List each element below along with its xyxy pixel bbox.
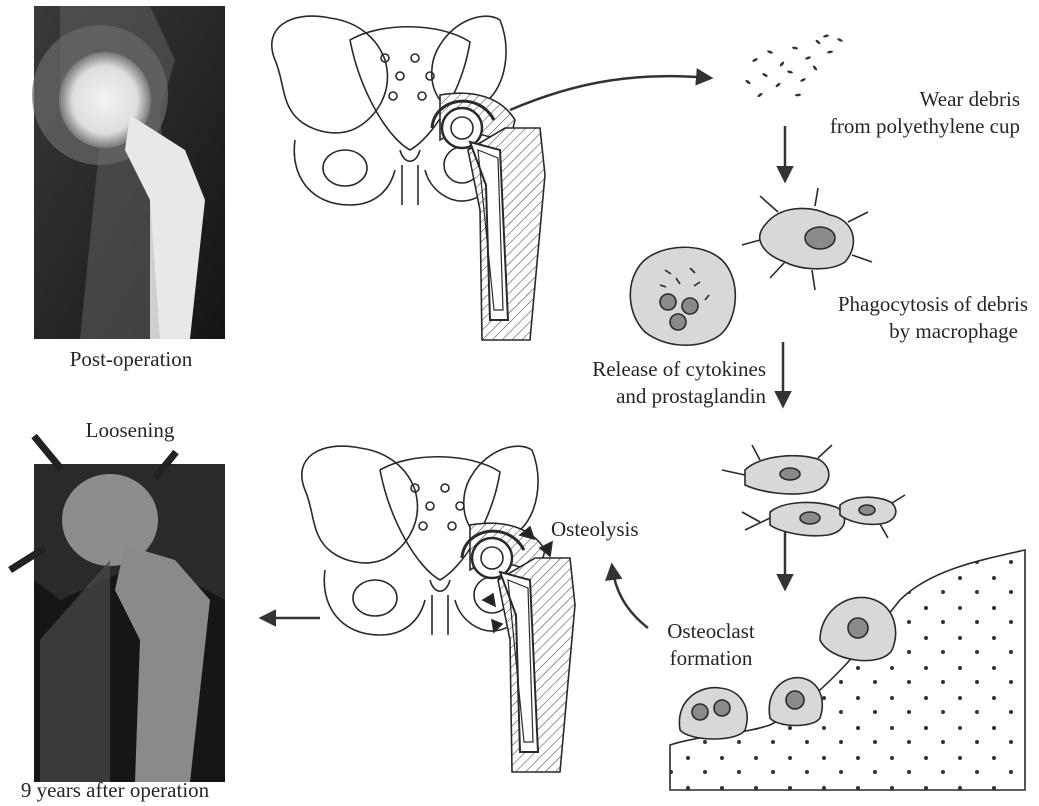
caption-osteoclast-1: Osteoclast [656,618,766,645]
caption-phagocytosis-1: Phagocytosis of debris [760,291,1028,318]
activated-osteoclast-precursors [722,445,905,538]
caption-wear-debris-1: Wear debris [790,86,1020,113]
caption-nine-years: 9 years after operation [0,777,230,804]
caption-post-operation: Post-operation [36,346,226,373]
caption-osteolysis: Osteolysis [551,516,639,543]
caption-wear-debris-2: from polyethylene cup [790,113,1020,140]
xray-post-operation [32,6,225,339]
caption-osteoclast-2: formation [656,645,766,672]
engulfing-cell [630,247,735,345]
pelvis-implant-drawing-bottom [302,446,575,772]
macrophage-cell [742,188,872,290]
xray-nine-years [10,436,225,782]
caption-phagocytosis-2: by macrophage [760,318,1018,345]
caption-loosening: Loosening [60,417,200,444]
caption-release-2: and prostaglandin [520,383,766,410]
caption-release-1: Release of cytokines [520,356,766,383]
pelvis-implant-drawing-top [272,16,545,340]
arrow-implant-to-debris [510,76,710,110]
arrow-osteoclast-to-osteolysis [612,566,648,628]
